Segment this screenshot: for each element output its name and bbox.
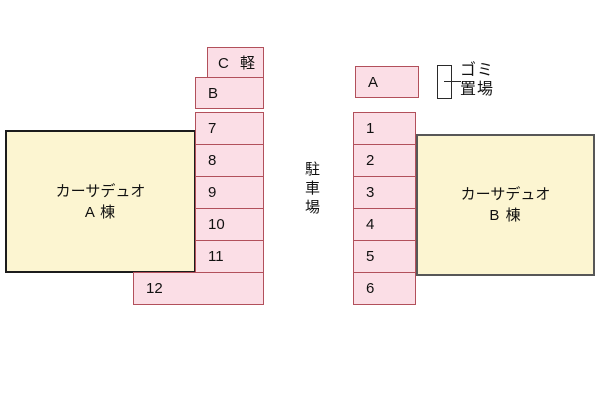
parking-spot-7: 7 <box>195 112 264 145</box>
parking-spot-12: 12 <box>133 272 264 305</box>
parking-spot-c-kei: C 軽 <box>207 47 264 78</box>
parking-spot-3: 3 <box>353 176 416 209</box>
building-a-name: カーサデュオ <box>55 182 146 200</box>
garbage-area-pointer-line <box>444 81 461 82</box>
building-a-block: カーサデュオ A 棟 <box>5 130 196 273</box>
garbage-area-label: ゴミ 置場 <box>460 61 494 99</box>
building-a-wing-label: A 棟 <box>84 203 117 221</box>
garbage-area-label-line1: ゴミ <box>460 62 495 79</box>
parking-spot-8: 8 <box>195 144 264 177</box>
parking-area-label: 駐車場 <box>303 161 320 218</box>
building-b-name: カーサデュオ <box>460 186 551 203</box>
parking-spot-6: 6 <box>353 272 416 305</box>
parking-spot-5: 5 <box>353 240 416 273</box>
parking-spot-9: 9 <box>195 176 264 209</box>
building-b-block: カーサデュオ B 棟 <box>416 134 595 276</box>
parking-spot-11: 11 <box>195 240 264 273</box>
parking-spot-a: A <box>355 66 419 98</box>
garbage-area-label-line2: 置場 <box>460 81 495 98</box>
parking-spot-10: 10 <box>195 208 264 241</box>
parking-spot-1: 1 <box>353 112 416 145</box>
building-b-wing-label: B 棟 <box>489 207 522 224</box>
parking-spot-b: B <box>195 77 264 109</box>
parking-spot-4: 4 <box>353 208 416 241</box>
garbage-area-icon <box>437 65 452 99</box>
parking-spot-2: 2 <box>353 144 416 177</box>
